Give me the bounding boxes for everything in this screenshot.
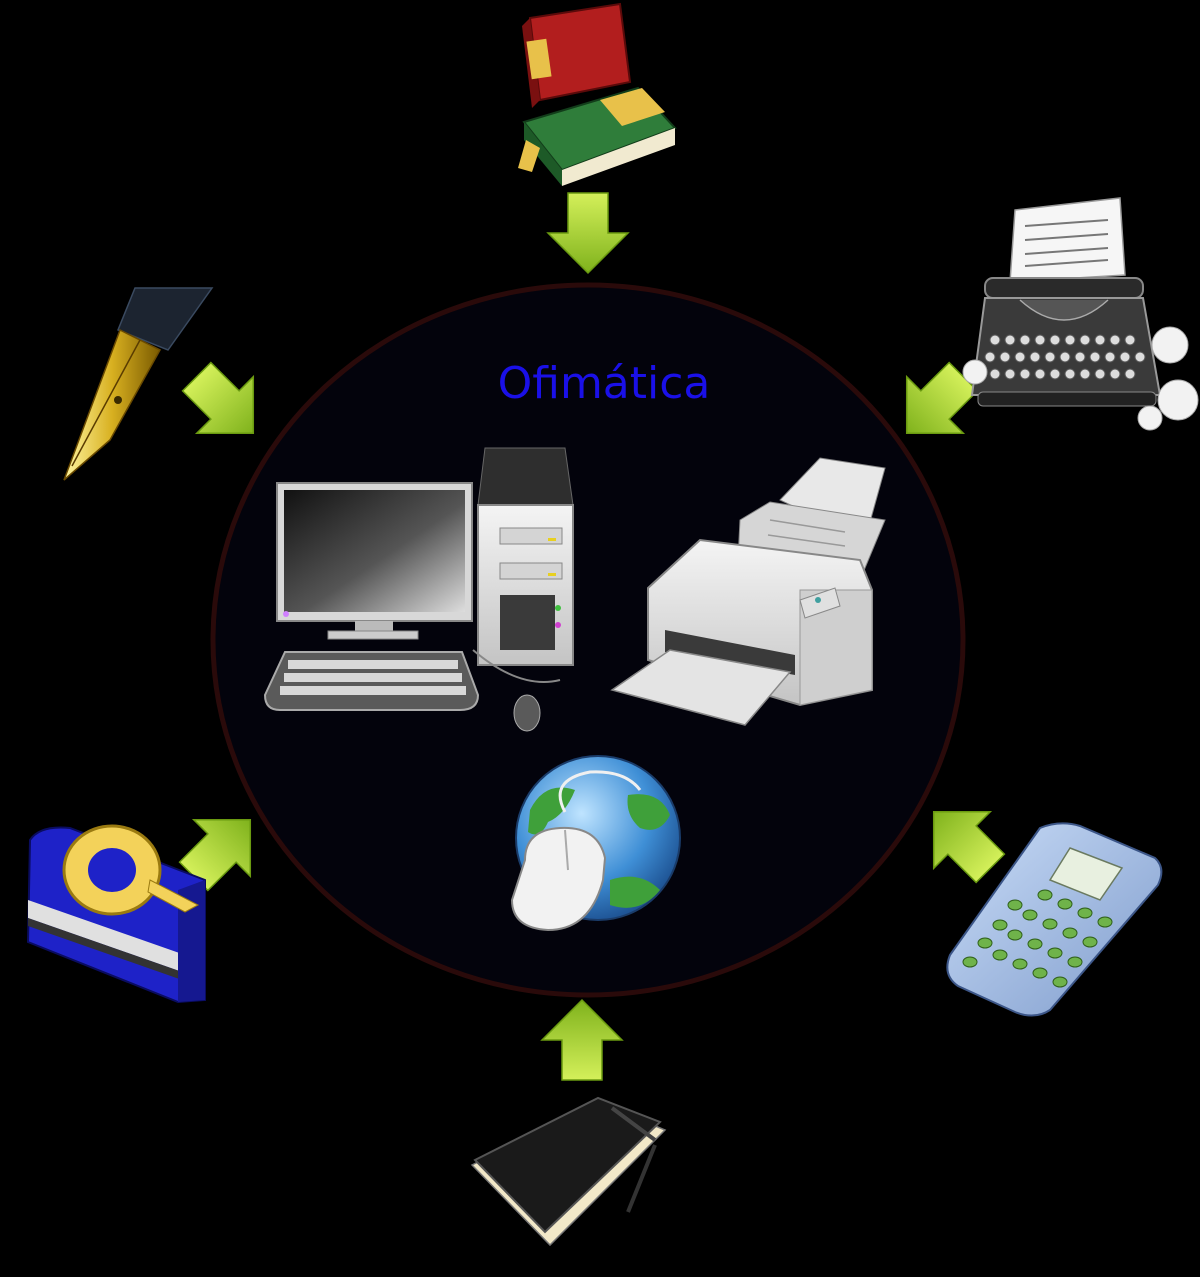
tape-dispenser-icon <box>26 824 206 1004</box>
diagram-title: Ofimática <box>498 358 711 409</box>
globe-mouse-icon <box>510 755 681 932</box>
desktop-computer-icon <box>263 447 574 732</box>
printer-scanner-icon <box>610 457 886 726</box>
arrow-bottom <box>541 999 623 1081</box>
center-circle <box>210 282 966 998</box>
notebook-icon <box>470 1096 667 1247</box>
books-icon <box>518 2 677 186</box>
calculator-icon <box>946 822 1163 1017</box>
arrow-top <box>547 192 629 274</box>
arrow-top-left <box>167 347 283 463</box>
fountain-pen-icon <box>63 287 214 481</box>
typewriter-icon <box>962 197 1199 431</box>
